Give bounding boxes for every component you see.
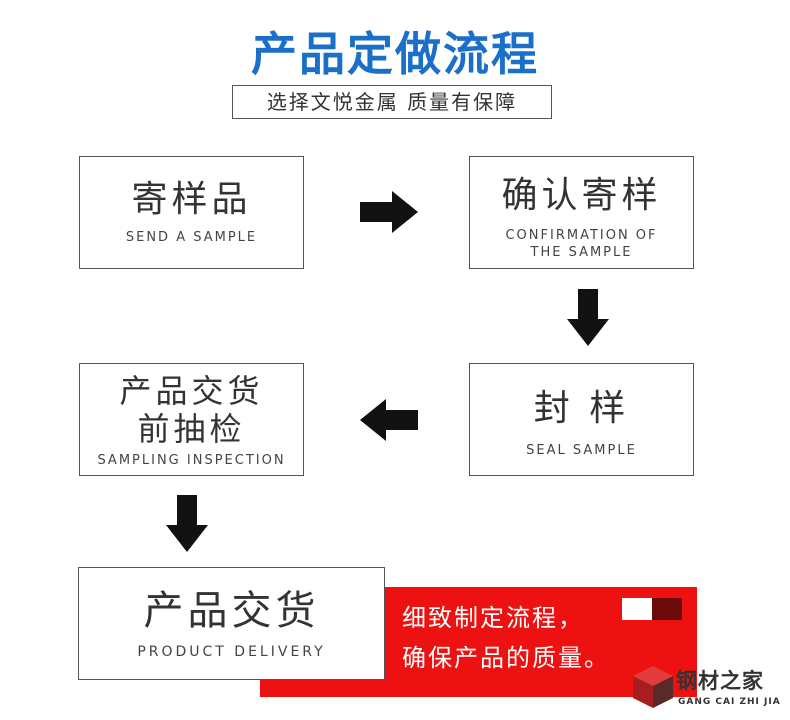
- logo-text-cn: 钢材之家: [676, 669, 764, 693]
- logo-text-en: GANG CAI ZHI JIA: [678, 697, 781, 707]
- step-seal-sample-en: SEAL SAMPLE: [526, 443, 637, 458]
- arrow-left-icon: [360, 399, 418, 441]
- step-inspection-cn-line2: 前抽检: [137, 410, 246, 448]
- step-confirm-sample: 确认寄样 CONFIRMATION OF THE SAMPLE: [469, 156, 694, 269]
- step-confirm-sample-en-line2: THE SAMPLE: [530, 245, 633, 260]
- step-send-sample-cn: 寄样品: [131, 179, 252, 220]
- arrow-right-icon: [360, 191, 418, 233]
- step-seal-sample-cn: 封 样: [533, 388, 630, 429]
- slogan-text: 细致制定流程， 确保产品的质量。: [402, 598, 622, 678]
- swatch-white: [622, 598, 652, 620]
- step-product-delivery: 产品交货 PRODUCT DELIVERY: [78, 567, 385, 680]
- arrow-down-icon: [567, 289, 609, 346]
- slogan-line-1: 细致制定流程，: [402, 604, 584, 632]
- step-confirm-sample-en-line1: CONFIRMATION OF: [505, 228, 658, 243]
- step-seal-sample: 封 样 SEAL SAMPLE: [469, 363, 694, 476]
- cube-logo-icon: [633, 666, 673, 712]
- step-inspection-en: SAMPLING INSPECTION: [97, 453, 286, 468]
- page-title: 产品定做流程: [251, 27, 539, 81]
- swatch-dark-red: [652, 598, 682, 620]
- step-delivery-cn: 产品交货: [143, 588, 320, 634]
- slogan-line-2: 确保产品的质量。: [402, 644, 610, 672]
- step-inspection-cn-line1: 产品交货: [119, 372, 264, 410]
- step-delivery-en: PRODUCT DELIVERY: [137, 644, 326, 660]
- page-subtitle: 选择文悦金属 质量有保障: [232, 85, 552, 119]
- step-sampling-inspection: 产品交货 前抽检 SAMPLING INSPECTION: [79, 363, 304, 476]
- decorative-swatch: [622, 598, 682, 620]
- step-send-sample-en: SEND A SAMPLE: [125, 230, 258, 245]
- arrow-down-icon: [166, 495, 208, 552]
- step-confirm-sample-cn: 确认寄样: [501, 175, 662, 216]
- step-send-sample: 寄样品 SEND A SAMPLE: [79, 156, 304, 269]
